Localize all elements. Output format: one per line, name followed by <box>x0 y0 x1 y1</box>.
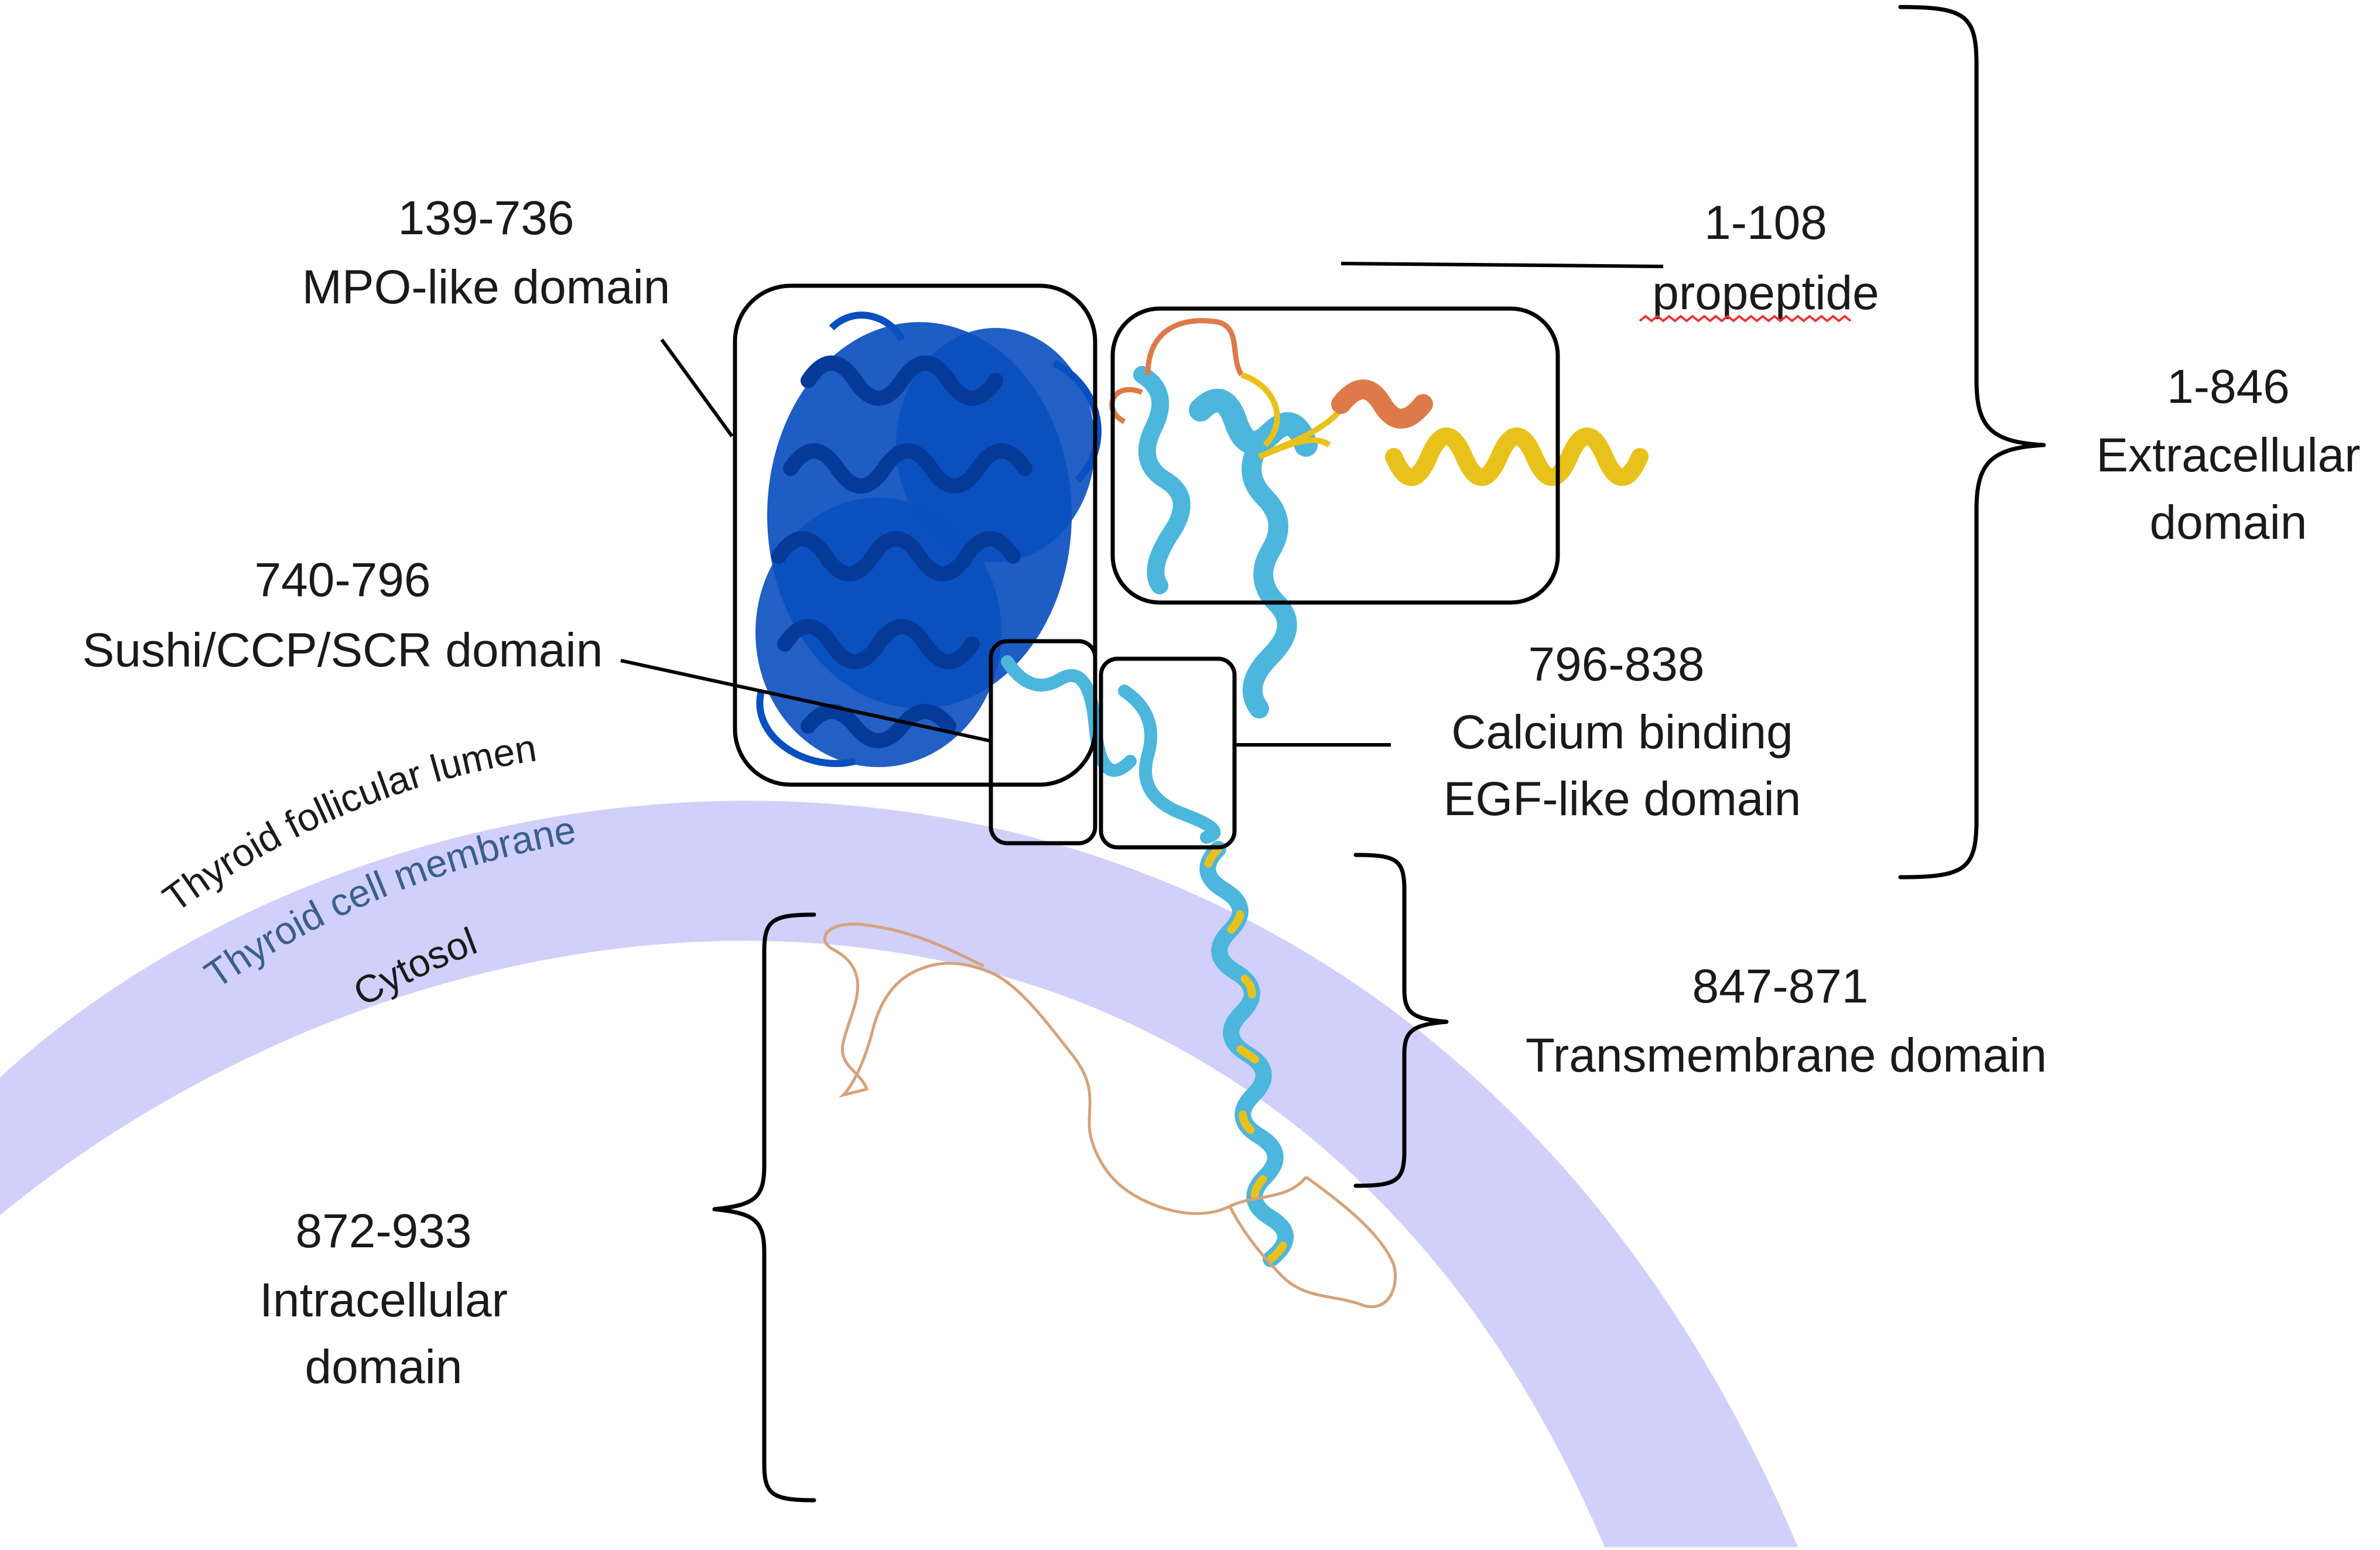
extracellular-line1: Extracellular <box>2096 429 2360 482</box>
mpo-range: 139-736 <box>398 191 575 245</box>
extracellular-brace <box>1898 5 2046 880</box>
sushi-label: 740-796 Sushi/CCP/SCR domain <box>83 553 603 677</box>
intracellular-line2: domain <box>305 1340 463 1394</box>
intracellular-line1: Intracellular <box>259 1274 508 1327</box>
transmembrane-range: 847-871 <box>1692 960 1869 1013</box>
extracellular-range: 1-846 <box>2167 360 2290 413</box>
transmembrane-name: Transmembrane domain <box>1526 1029 2047 1082</box>
spellcheck-underline <box>1639 314 1852 323</box>
transmembrane-helix-accent <box>1203 845 1290 1263</box>
egf-line2: EGF-like domain <box>1444 772 1801 826</box>
mpo-domain-box <box>733 283 1097 787</box>
sushi-name: Sushi/CCP/SCR domain <box>83 624 603 677</box>
propeptide-name: propeptide <box>1652 266 1879 320</box>
intracellular-label: 872-933 Intracellular domain <box>259 1205 508 1394</box>
protein-structure-illustration <box>755 312 1649 1308</box>
propeptide-structure <box>1109 318 1649 486</box>
egf-range: 796-838 <box>1528 638 1705 691</box>
mpo-leader-line <box>660 338 734 437</box>
propeptide-leader-line <box>1341 262 1664 268</box>
propeptide-range: 1-108 <box>1704 196 1827 249</box>
sushi-range: 740-796 <box>255 553 431 607</box>
mpo-label: 139-736 MPO-like domain <box>302 191 671 314</box>
transmembrane-label: 847-871 Transmembrane domain <box>1526 960 2047 1082</box>
intracellular-tail <box>823 922 1397 1308</box>
mpo-core-structure <box>755 312 1102 767</box>
propeptide-box <box>1110 306 1560 605</box>
sushi-leader-line <box>620 659 990 743</box>
intracellular-range: 872-933 <box>296 1205 472 1258</box>
egf-domain-box <box>1099 656 1237 850</box>
extracellular-line2: domain <box>2150 496 2307 549</box>
extracellular-label: 1-846 Extracellular domain <box>2096 360 2360 549</box>
propeptide-label: 1-108 propeptide <box>1639 196 1879 323</box>
egf-label: 796-838 Calcium binding EGF-like domain <box>1444 638 1801 826</box>
helix-bundle <box>1001 366 1318 844</box>
egf-line1: Calcium binding <box>1451 706 1793 759</box>
sushi-domain-box <box>989 639 1097 846</box>
mpo-name: MPO-like domain <box>302 261 671 314</box>
intracellular-brace <box>712 912 816 1503</box>
cell-membrane-band <box>0 800 1798 1547</box>
transmembrane-brace <box>1353 853 1449 1188</box>
